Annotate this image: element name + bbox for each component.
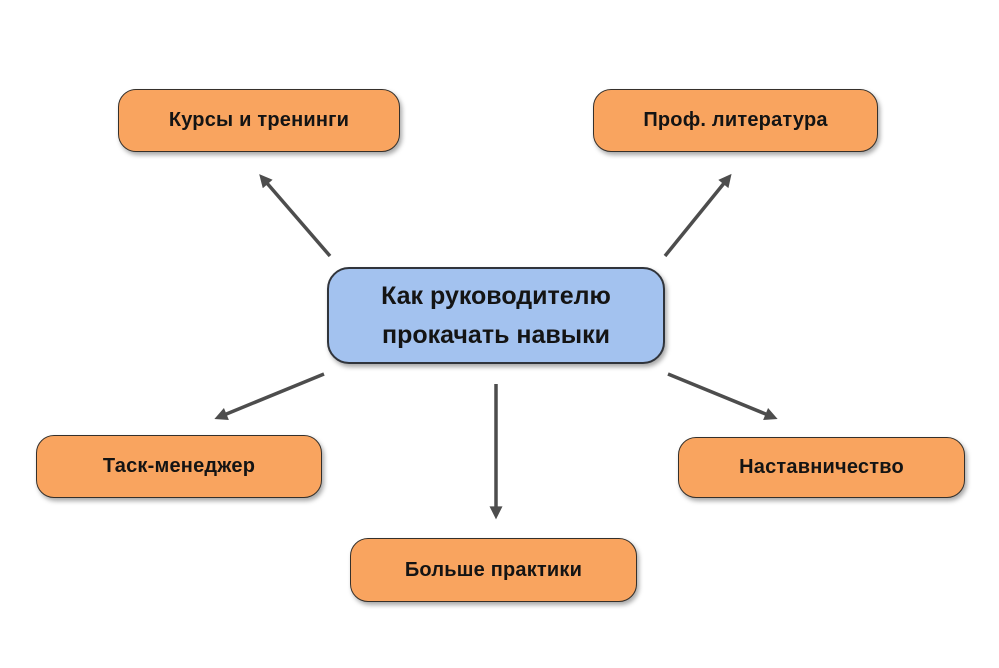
node-task-manager: Таск-менеджер [36, 435, 322, 498]
arrow-to-literature [663, 173, 732, 258]
arrow-to-courses [259, 174, 332, 258]
arrow-to-task-manager [214, 372, 325, 421]
node-mentoring: Наставничество [678, 437, 965, 498]
node-practice: Больше практики [350, 538, 637, 602]
node-courses: Курсы и тренинги [118, 89, 400, 152]
node-literature: Проф. литература [593, 89, 878, 152]
arrow-to-mentoring [667, 372, 778, 421]
node-central-topic: Как руководителю прокачать навыки [327, 267, 665, 364]
